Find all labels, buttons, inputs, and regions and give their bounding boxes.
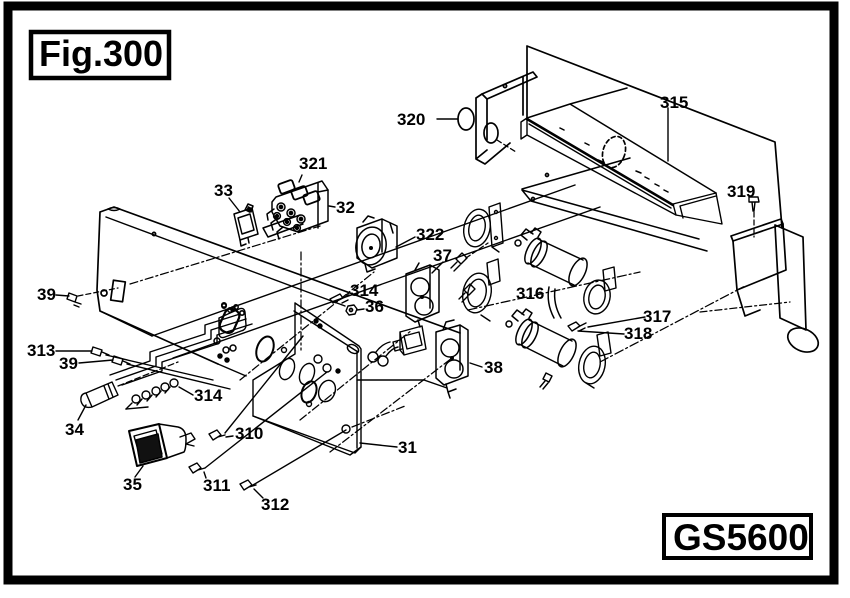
svg-text:311: 311 [203,476,230,495]
svg-text:39: 39 [59,354,78,373]
svg-text:GS5600: GS5600 [673,517,809,558]
svg-text:37: 37 [433,246,452,265]
svg-text:320: 320 [397,110,425,129]
svg-text:322: 322 [416,225,444,244]
svg-text:Fig.300: Fig.300 [39,33,163,74]
svg-text:39: 39 [37,285,56,304]
svg-text:318: 318 [624,324,652,343]
svg-text:31: 31 [398,438,417,457]
svg-text:313: 313 [27,341,55,360]
svg-text:34: 34 [65,420,84,439]
svg-text:32: 32 [336,198,355,217]
svg-text:321: 321 [299,154,327,173]
svg-text:36: 36 [365,297,384,316]
svg-text:317: 317 [643,307,671,326]
svg-text:33: 33 [214,181,233,200]
svg-text:319: 319 [727,182,755,201]
svg-text:312: 312 [261,495,289,514]
svg-text:35: 35 [123,475,142,494]
svg-text:38: 38 [484,358,503,377]
svg-text:314: 314 [194,386,223,405]
